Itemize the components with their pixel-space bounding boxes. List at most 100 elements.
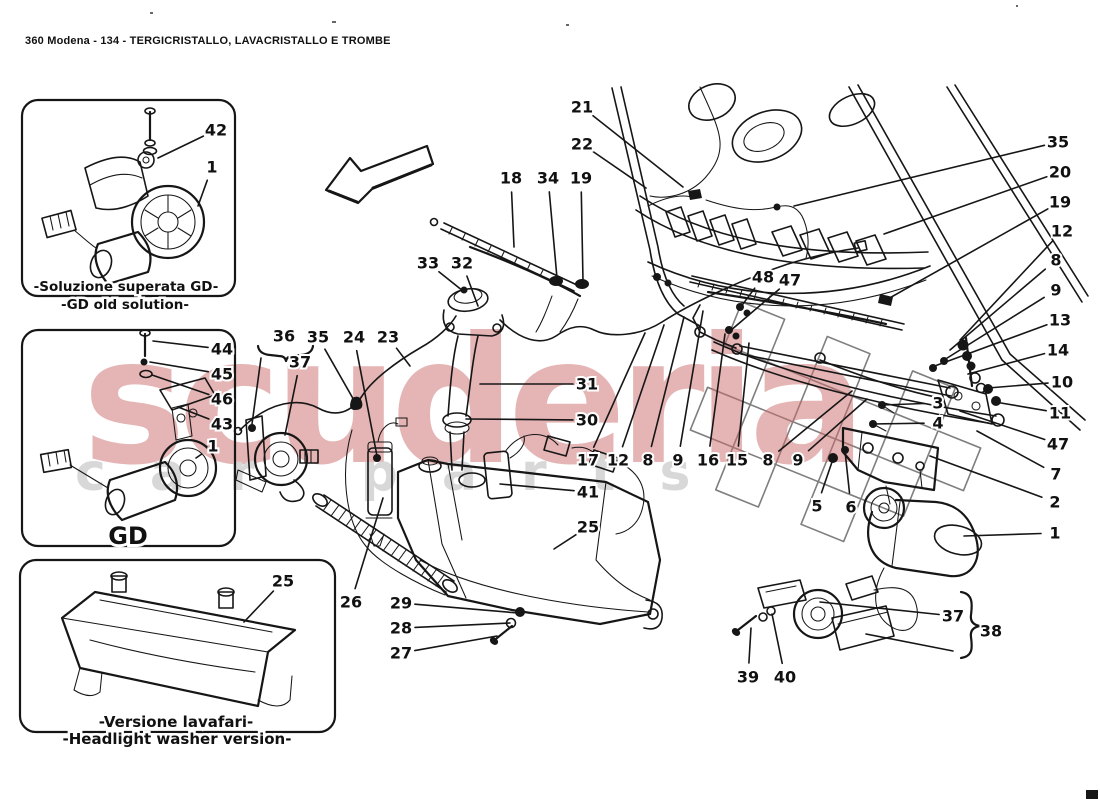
- horn-center: [235, 344, 319, 503]
- part-label: 19: [1049, 193, 1071, 212]
- callout-4: 4: [872, 412, 946, 435]
- part-label: 21: [571, 98, 593, 117]
- part-label: 4: [932, 414, 943, 433]
- callout-19: 19: [568, 167, 594, 282]
- leader-line: [729, 288, 781, 332]
- leader-line: [650, 316, 685, 448]
- direction-arrow-icon: [324, 144, 435, 205]
- leader-line: [592, 151, 647, 189]
- callout-18: 18: [498, 167, 524, 248]
- hood-vents: [665, 206, 887, 266]
- part-label: 12: [1051, 222, 1073, 241]
- part-label: 32: [451, 254, 473, 273]
- leader-line: [959, 240, 1054, 341]
- inset-gd: [20, 328, 237, 548]
- wiper-arm-blade: [429, 217, 589, 333]
- part-label: 34: [537, 169, 559, 188]
- callout-22: 22: [569, 133, 647, 189]
- leader-line: [987, 382, 1049, 389]
- part-label: 35: [1047, 133, 1069, 152]
- callout-8: 8: [760, 390, 853, 472]
- leader-line: [553, 533, 578, 550]
- callout-20: 20: [883, 161, 1073, 235]
- callout-38: 38: [978, 620, 1004, 643]
- leader-line: [152, 340, 209, 349]
- part-label: 5: [811, 497, 822, 516]
- part-label: 8: [642, 451, 653, 470]
- part-label: 28: [390, 619, 412, 638]
- leader-line: [819, 601, 940, 616]
- leader-line: [885, 208, 1049, 301]
- part-label: 16: [697, 451, 719, 470]
- leader-line: [465, 418, 574, 421]
- leader-line: [737, 342, 750, 447]
- callout-35: 35: [305, 326, 356, 403]
- callout-31: 31: [479, 373, 600, 396]
- part-label: 19: [570, 169, 592, 188]
- inset-old-solution: [20, 98, 237, 298]
- part-label: 1: [1049, 524, 1060, 543]
- callout-41: 41: [499, 481, 601, 504]
- leader-line: [395, 347, 411, 367]
- callout-32: 32: [449, 252, 479, 307]
- scan-specks: [150, 5, 1018, 26]
- part-label: 31: [576, 375, 598, 394]
- tank-pump: [483, 450, 513, 500]
- inset-headlight-washer-caption-line2: -Headlight washer version-: [63, 730, 292, 748]
- part-label: 47: [779, 271, 801, 290]
- wiper-motor: [845, 469, 983, 631]
- callout-14: 14: [967, 339, 1071, 375]
- leader-line: [466, 275, 479, 307]
- part-label: 26: [340, 593, 362, 612]
- callout-21: 21: [569, 96, 684, 188]
- leader-line: [354, 497, 384, 590]
- callout-25: 25: [243, 570, 296, 623]
- leader-line: [963, 532, 1042, 537]
- inset-headlight-washer: [18, 558, 337, 734]
- callout-5: 5: [809, 458, 834, 518]
- scan-corner-mark: [1086, 790, 1098, 799]
- part-label: 18: [500, 169, 522, 188]
- callout-8: 8: [640, 316, 685, 472]
- part-label: 37: [942, 607, 964, 626]
- part-label: 42: [205, 121, 227, 140]
- callout-46: 46: [151, 374, 235, 411]
- callout-24: 24: [341, 326, 378, 457]
- part-label: 29: [390, 594, 412, 613]
- callout-35: 35: [793, 131, 1071, 207]
- hose-tee-fitting: [688, 189, 702, 200]
- callout-47: 47: [729, 269, 803, 332]
- part-label: 47: [1047, 435, 1069, 454]
- callout-29: 29: [388, 592, 519, 615]
- leader-line: [510, 191, 515, 248]
- callout-2: 2: [929, 455, 1063, 514]
- filler-neck: [442, 286, 505, 471]
- part-label: 20: [1049, 163, 1071, 182]
- part-label: 2: [1049, 493, 1060, 512]
- leader-line: [243, 590, 275, 623]
- callout-16: 16: [695, 333, 726, 472]
- callout-9: 9: [790, 398, 868, 472]
- inset-old-solution-caption-line2: -GD old solution-: [61, 297, 189, 313]
- leader-line: [414, 603, 519, 614]
- part-label: 45: [211, 365, 233, 384]
- part-label: 25: [272, 572, 294, 591]
- leader-line: [580, 191, 584, 282]
- callout-33: 33: [415, 252, 464, 292]
- callout-37: 37: [819, 601, 966, 628]
- callout-30: 30: [465, 409, 600, 432]
- inset-gd-caption: GD: [108, 522, 148, 550]
- leader-line: [967, 352, 1046, 375]
- part-label: 9: [792, 451, 803, 470]
- callout-11: 11: [994, 401, 1073, 425]
- leader-line: [679, 310, 704, 448]
- callout-45: 45: [149, 361, 235, 386]
- callout-44: 44: [152, 338, 235, 361]
- part-label: 14: [1047, 341, 1069, 360]
- leader-line: [872, 422, 925, 425]
- leader-line: [621, 324, 665, 448]
- part-label: 36: [273, 327, 295, 346]
- callout-36: 36: [271, 325, 297, 348]
